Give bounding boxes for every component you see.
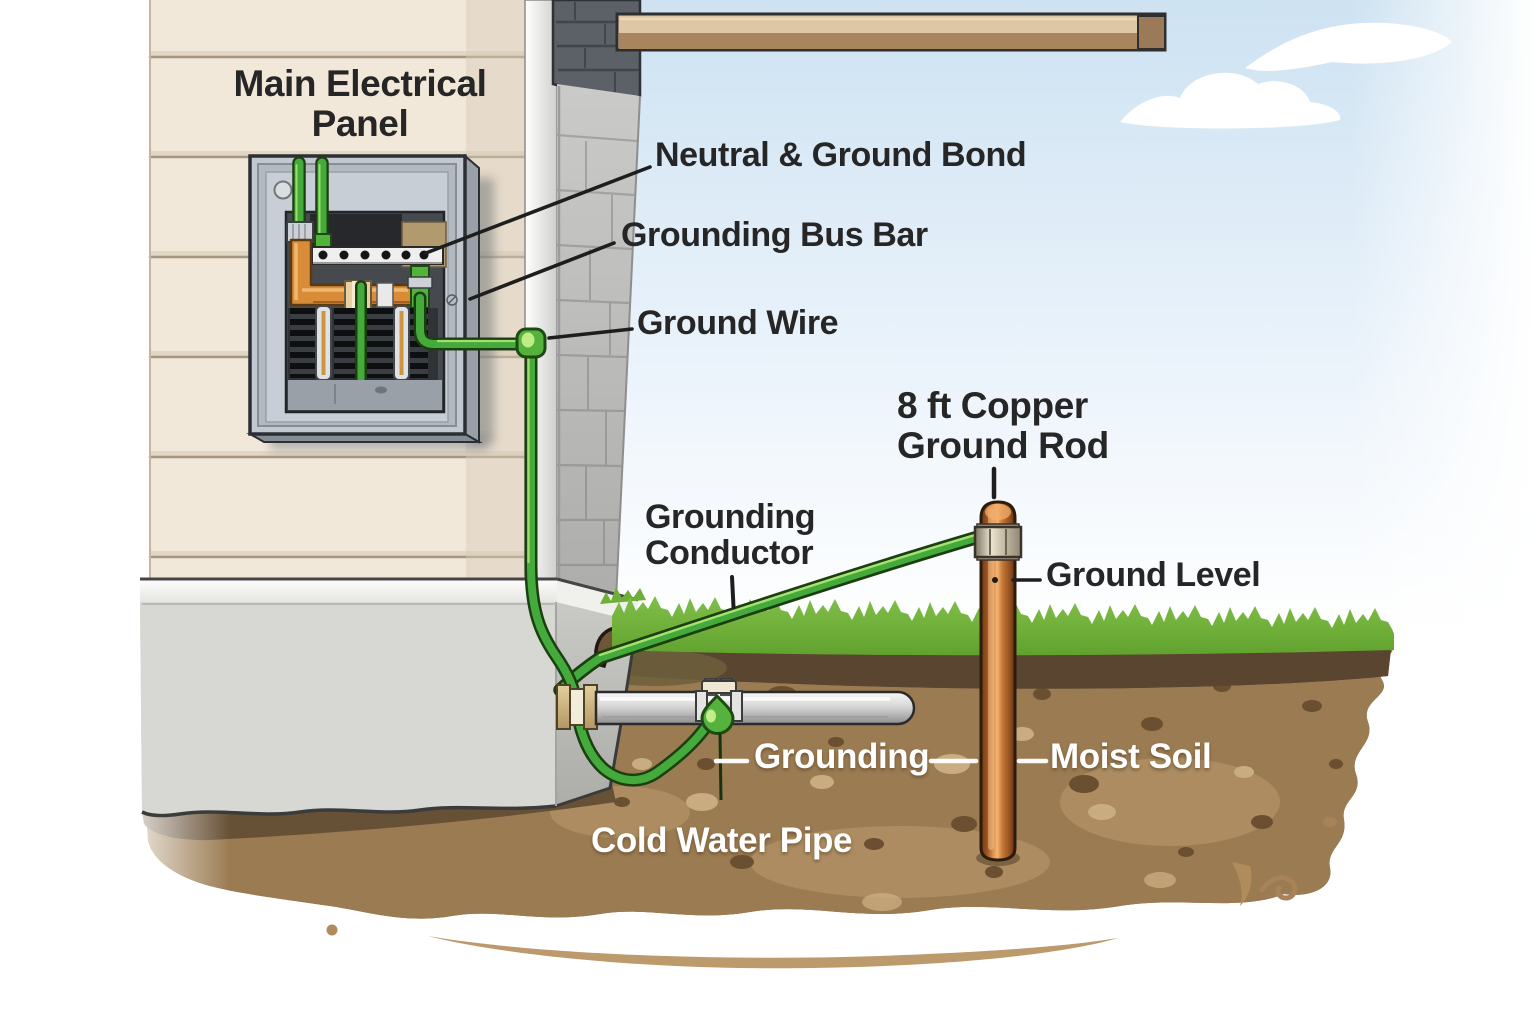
label-grounding: Grounding xyxy=(754,737,930,776)
leader-lines xyxy=(424,165,1042,609)
soil-bottom-tongue xyxy=(428,936,1118,969)
leader-neutral-ground-bond xyxy=(424,165,652,255)
label-main-electrical-panel: Main Electrical Panel xyxy=(233,63,487,144)
sky xyxy=(500,0,1536,640)
label-ground-wire: Ground Wire xyxy=(637,304,839,342)
rod-clamp xyxy=(973,523,1023,561)
pipe-ground-clamp xyxy=(695,678,743,722)
label-grounding-conductor: Grounding Conductor xyxy=(645,498,816,573)
pipe-wire-tail xyxy=(718,732,723,801)
grounding-clamp-fitting xyxy=(700,693,735,735)
pipe-coupling xyxy=(556,684,598,730)
label-moist-soil: Moist Soil xyxy=(1050,737,1212,776)
pipe-body xyxy=(594,690,916,726)
label-grounding-bus-bar: Grounding Bus Bar xyxy=(621,216,928,254)
cloud xyxy=(1120,22,1452,129)
rod-marker-dot xyxy=(992,577,998,583)
ground-wire-down xyxy=(524,349,712,787)
electrical-panel xyxy=(246,153,547,450)
soil-light-patches xyxy=(550,758,1280,898)
panel-ground-wires xyxy=(292,156,329,245)
ground-wire-exit xyxy=(413,291,528,351)
soil-swirl xyxy=(1259,875,1298,901)
leader-grounding-bus-bar xyxy=(468,241,616,301)
roof-eave xyxy=(615,12,1167,52)
block-wall xyxy=(556,84,641,601)
leader-ground-wire xyxy=(547,327,634,340)
cold-water-pipe xyxy=(556,678,916,801)
grounding-conductor-wire xyxy=(553,531,982,697)
soil-drip xyxy=(1232,862,1252,906)
neutral-bus-bar xyxy=(311,246,444,265)
label-cold-water-pipe: Cold Water Pipe xyxy=(591,821,853,860)
copper-ground-rod xyxy=(973,500,1023,866)
breakers xyxy=(288,280,438,405)
label-ground-rod: 8 ft Copper Ground Rod xyxy=(897,385,1109,466)
soil-pebbles-dark xyxy=(614,680,1343,878)
fitting-highlight xyxy=(706,709,716,723)
panel-gutter xyxy=(288,380,442,410)
panel-screw xyxy=(273,180,293,200)
label-ground-level: Ground Level xyxy=(1046,556,1261,594)
grass-tuft xyxy=(600,587,646,604)
leader-grounding-conductor xyxy=(730,575,736,609)
label-neutral-ground-bond: Neutral & Ground Bond xyxy=(655,136,1027,174)
